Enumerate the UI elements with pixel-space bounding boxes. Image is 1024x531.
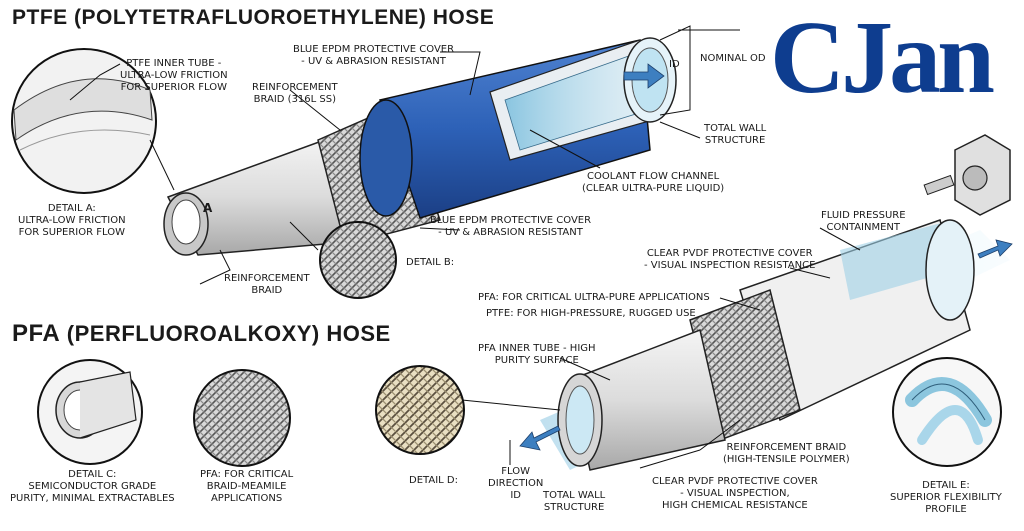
ptfe-title-rest: (POLYTETRAFLUOROETHYLENE) HOSE — [67, 6, 495, 29]
ptfe-title-prefix: PTFE — [12, 6, 68, 29]
detail-c-magnifier — [37, 359, 143, 465]
detail-a-magnifier — [11, 48, 175, 194]
brand-logo: CJan — [770, 0, 995, 115]
ptfe-hose-illustration — [163, 37, 677, 256]
label-nominal-od: NOMINAL OD — [700, 53, 766, 64]
detail-e-magnifier — [892, 357, 1002, 467]
label-detail-d: DETAIL D: — [409, 475, 458, 486]
leader-lines — [69, 25, 861, 469]
pfa-hose-title: PFA (PERFLUOROALKOXY) HOSE — [12, 320, 391, 348]
detail-a-marker: A — [203, 201, 213, 215]
label-coolant-channel: COOLANT FLOW CHANNEL(CLEAR ULTRA-PURE LI… — [582, 171, 725, 194]
label-clear-pvdf-bottom: CLEAR PVDF PROTECTIVE COVER- VISUAL INSP… — [652, 476, 818, 511]
ptfe-hose-title: PTFE (POLYTETRAFLUOROETHYLENE) HOSE — [12, 6, 494, 30]
detail-d-magnifier — [375, 365, 561, 455]
pfa-title-rest: (PERFLUOROALKOXY) HOSE — [60, 321, 391, 346]
label-reinforcement-polymer: REINFORCEMENT BRAID(HIGH-TENSILE POLYMER… — [723, 442, 850, 465]
pfa-braid-magnifier — [193, 369, 291, 467]
label-ptfe-high-pressure: PTFE: FOR HIGH-PRESSURE, RUGGED USE — [486, 308, 696, 319]
detail-b-magnifier — [289, 221, 397, 299]
label-clear-pvdf-top: CLEAR PVDF PROTECTIVE COVER- VISUAL INSP… — [644, 248, 816, 271]
label-blue-cover-top: BLUE EPDM PROTECTIVE COVER- UV & ABRASIO… — [293, 44, 455, 67]
label-detail-b: DETAIL B: — [406, 257, 455, 268]
label-blue-cover-mid: BLUE EPDM PROTECTIVE COVER- UV & ABRASIO… — [430, 215, 592, 238]
label-id: ID — [669, 59, 680, 70]
pfa-title-prefix: PFA — [12, 320, 61, 347]
label-pfa-critical: PFA: FOR CRITICAL ULTRA-PURE APPLICATION… — [478, 292, 710, 303]
